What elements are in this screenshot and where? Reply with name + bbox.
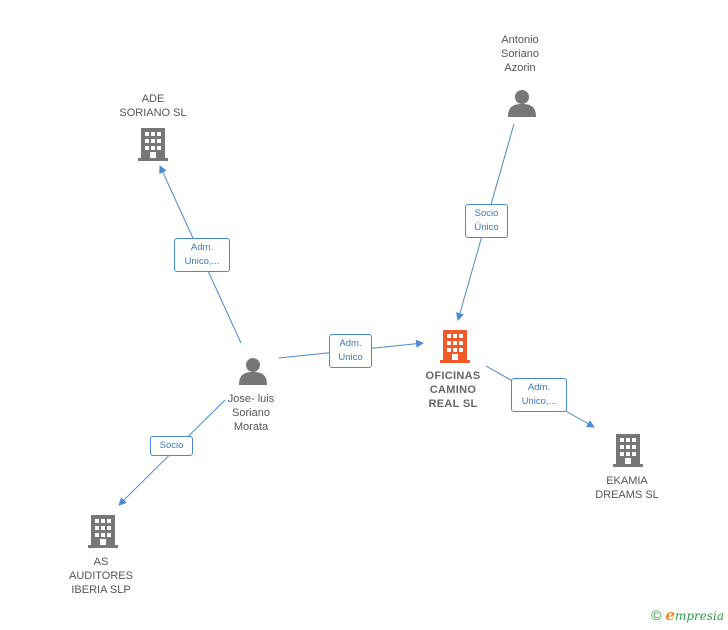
building-icon[interactable] <box>613 434 643 467</box>
edge-label-socio-unico: Socio Único <box>465 204 508 238</box>
node-label-oficinas-camino-real[interactable]: OFICINAS CAMINO REAL SL <box>425 370 481 410</box>
person-icon[interactable] <box>239 358 267 385</box>
node-label-jose-luis-soriano[interactable]: Jose- luis Soriano Morata <box>227 393 275 433</box>
building-icon[interactable] <box>138 128 168 161</box>
node-label-as-auditores[interactable]: AS AUDITORES IBERIA SLP <box>69 556 133 596</box>
building-icon[interactable] <box>440 330 470 363</box>
copyright-icon: © <box>651 607 662 623</box>
node-label-antonio-soriano[interactable]: Antonio Soriano Azorin <box>501 34 539 74</box>
edge-label-adm-unico: Adm. Unico <box>329 334 372 368</box>
edge-label-adm-unico: Adm. Unico,... <box>511 378 567 412</box>
edge-label-socio: Socio <box>150 436 193 456</box>
empresia-credit[interactable]: ©empresia <box>651 606 724 624</box>
empresia-logo: empresia <box>665 606 724 624</box>
building-icon[interactable] <box>88 515 118 548</box>
node-label-ade-soriano[interactable]: ADE SORIANO SL <box>119 93 187 119</box>
person-icon[interactable] <box>508 90 536 117</box>
edge-label-adm-unico: Adm. Unico,... <box>174 238 230 272</box>
node-label-ekamia-dreams[interactable]: EKAMIA DREAMS SL <box>595 475 659 501</box>
